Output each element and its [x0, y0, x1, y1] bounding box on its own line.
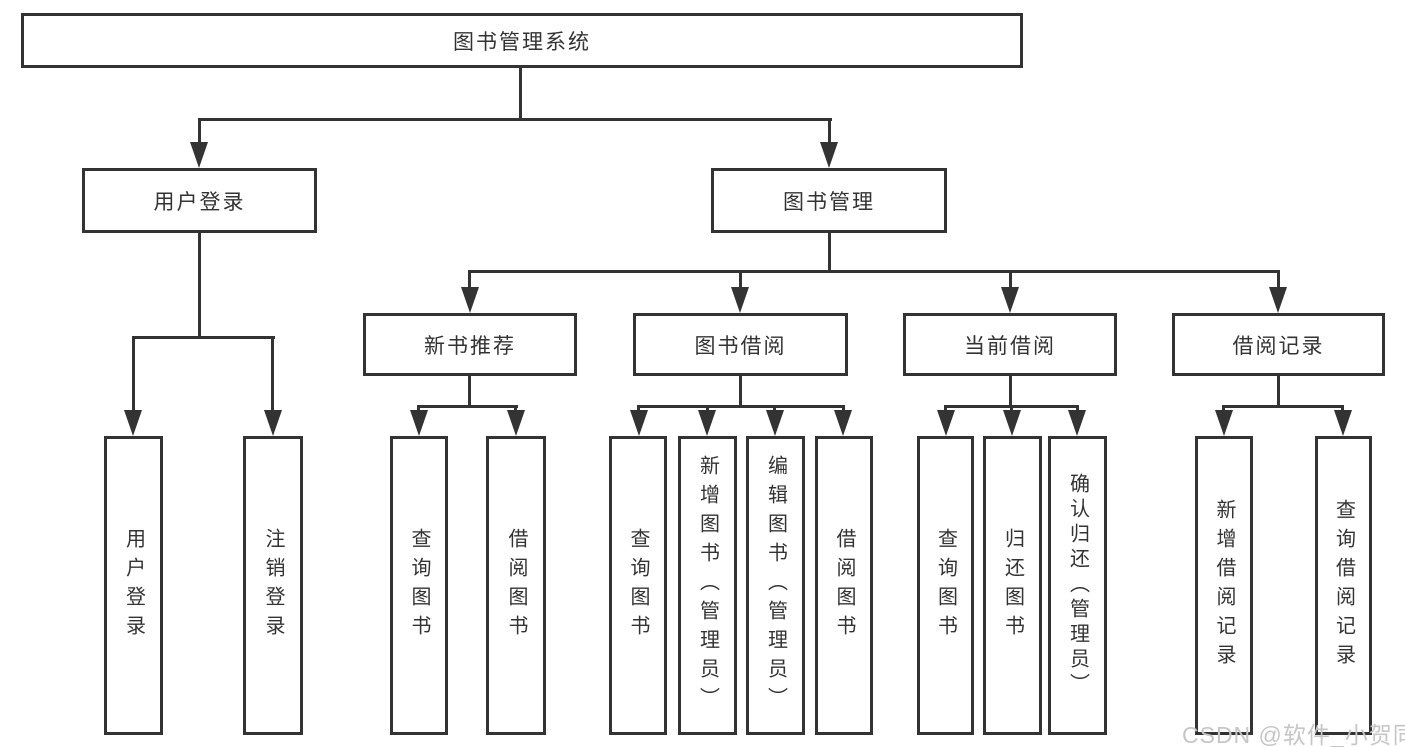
connector-records-bar — [1222, 405, 1344, 408]
connector-stem — [739, 273, 742, 289]
root-node: 图书管理系统 — [21, 13, 1023, 68]
node-current-borrow: 当前借阅 — [903, 313, 1117, 376]
arrowhead-down-icon — [264, 410, 282, 436]
connector-stem — [637, 405, 640, 414]
leaf-borrow-query-books: 查询图书 — [609, 436, 667, 735]
leaf-current-query-books: 查询图书 — [917, 436, 974, 735]
leaf-user-login: 用户登录 — [104, 436, 163, 735]
leaf-recommend-query-books: 查询图书 — [390, 436, 448, 735]
leaf-borrow-edit-books-admin-label: 编辑图书（管理员） — [764, 455, 787, 716]
leaf-borrow-add-books-admin-label: 新增图书（管理员） — [696, 455, 719, 716]
connector-recommend-stem — [468, 376, 471, 408]
connector-stem — [1076, 405, 1079, 414]
leaf-current-return-books-label: 归还图书 — [1001, 527, 1024, 644]
connector-stem — [514, 405, 517, 414]
connector-stem — [773, 405, 776, 414]
leaf-recommend-borrow-books-label: 借阅图书 — [505, 527, 527, 644]
connector-current-stem — [1009, 376, 1012, 408]
connector-stem — [706, 405, 709, 414]
arrowhead-down-icon — [1001, 287, 1019, 313]
connector-records-stem — [1277, 376, 1280, 408]
node-user-login: 用户登录 — [82, 168, 317, 233]
connector-level2-bar — [198, 118, 832, 121]
node-book-borrow: 图书借阅 — [633, 313, 848, 376]
arrowhead-down-icon — [937, 410, 955, 436]
arrowhead-down-icon — [731, 287, 749, 313]
connector-stem — [417, 405, 420, 414]
node-new-book-recommend-label: 新书推荐 — [424, 334, 516, 358]
node-book-management-label: 图书管理 — [783, 190, 875, 214]
connector-recommend-bar — [418, 405, 518, 408]
leaf-recommend-borrow-books: 借阅图书 — [486, 436, 546, 735]
connector-stem — [842, 405, 845, 414]
connector-stem — [132, 339, 135, 411]
connector-stem — [1009, 273, 1012, 289]
connector-stem — [1341, 405, 1344, 414]
arrowhead-down-icon — [820, 142, 838, 168]
leaf-records-query-record: 查询借阅记录 — [1315, 436, 1372, 735]
arrowhead-down-icon — [1068, 410, 1086, 436]
arrowhead-down-icon — [630, 410, 648, 436]
connector-book-mgmt-stem — [828, 233, 831, 273]
arrowhead-down-icon — [1269, 287, 1287, 313]
arrowhead-down-icon — [461, 287, 479, 313]
leaf-borrow-borrow-books: 借阅图书 — [815, 436, 873, 735]
arrowhead-down-icon — [698, 410, 716, 436]
leaf-borrow-edit-books-admin: 编辑图书（管理员） — [746, 436, 805, 735]
leaf-records-add-record-label: 新增借阅记录 — [1213, 498, 1235, 673]
leaf-current-return-books: 归还图书 — [983, 436, 1042, 735]
connector-borrow-stem — [739, 376, 742, 408]
connector-stem — [1010, 405, 1013, 414]
arrowhead-down-icon — [834, 410, 852, 436]
leaf-logout-login-label: 注销登录 — [262, 527, 284, 644]
leaf-current-confirm-return-admin-label: 确认归还（管理员） — [1066, 473, 1089, 698]
connector-stem — [468, 273, 471, 289]
connector-stem — [271, 339, 274, 411]
leaf-borrow-add-books-admin: 新增图书（管理员） — [678, 436, 737, 735]
connector-stem — [944, 405, 947, 414]
leaf-records-query-record-label: 查询借阅记录 — [1332, 498, 1355, 673]
root-node-label: 图书管理系统 — [453, 30, 591, 54]
connector-borrow-bar — [637, 405, 845, 408]
leaf-logout-login: 注销登录 — [243, 436, 303, 735]
node-borrow-records: 借阅记录 — [1172, 313, 1385, 376]
connector-stem — [198, 121, 201, 145]
leaf-recommend-query-books-label: 查询图书 — [408, 527, 430, 644]
node-book-borrow-label: 图书借阅 — [694, 334, 787, 358]
node-book-management: 图书管理 — [711, 168, 947, 233]
node-borrow-records-label: 借阅记录 — [1232, 334, 1325, 358]
node-new-book-recommend: 新书推荐 — [363, 313, 577, 376]
arrowhead-down-icon — [190, 142, 208, 168]
csdn-watermark: CSDN @软件_小贺同学 — [1182, 722, 1405, 747]
leaf-current-query-books-label: 查询图书 — [934, 527, 957, 644]
leaf-current-confirm-return-admin: 确认归还（管理员） — [1048, 436, 1107, 735]
arrowhead-down-icon — [507, 410, 525, 436]
leaf-user-login-label: 用户登录 — [122, 527, 145, 644]
connector-level3-bar — [468, 270, 1280, 273]
connector-stem — [1277, 273, 1280, 289]
node-current-borrow-label: 当前借阅 — [964, 334, 1056, 358]
connector-root-stem — [519, 66, 522, 120]
leaf-records-add-record: 新增借阅记录 — [1195, 436, 1253, 735]
arrowhead-down-icon — [410, 410, 428, 436]
connector-user-login-stem — [198, 233, 201, 339]
arrowhead-down-icon — [124, 410, 142, 436]
node-user-login-label: 用户登录 — [153, 190, 246, 214]
arrowhead-down-icon — [1215, 410, 1233, 436]
connector-stem — [1222, 405, 1225, 414]
connector-stem — [828, 121, 831, 145]
arrowhead-down-icon — [1003, 410, 1021, 436]
arrowhead-down-icon — [1334, 410, 1352, 436]
leaf-borrow-borrow-books-label: 借阅图书 — [833, 527, 855, 644]
connector-user-login-bar — [132, 336, 275, 339]
leaf-borrow-query-books-label: 查询图书 — [627, 527, 649, 644]
arrowhead-down-icon — [766, 410, 784, 436]
